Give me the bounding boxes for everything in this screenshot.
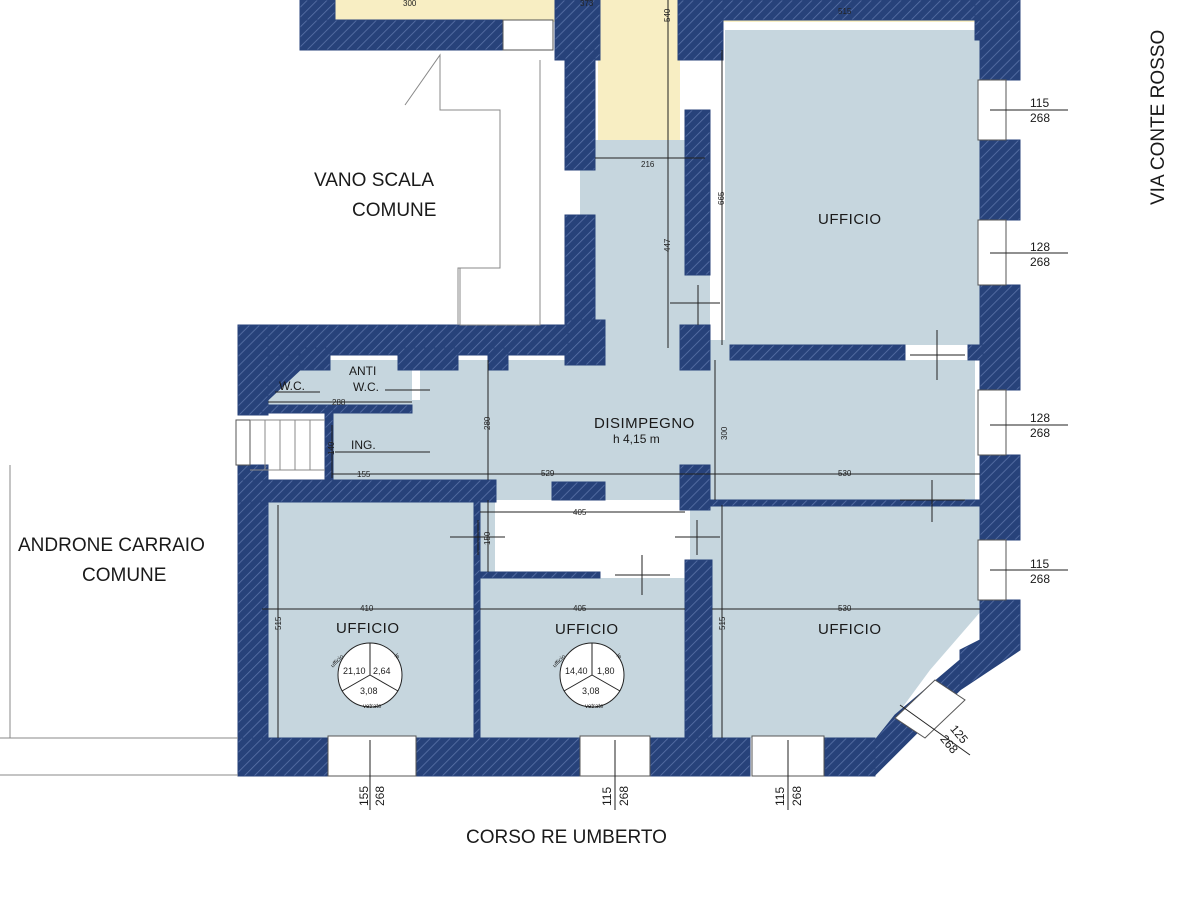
dim-top-300: 300 xyxy=(403,0,417,8)
floor-ing xyxy=(330,420,410,480)
window-dim-value-a: 115 xyxy=(1030,557,1050,571)
window-dim-right-3: 128 268 xyxy=(1030,411,1050,441)
window-dim-bottom-3b: 268 xyxy=(790,785,804,806)
vano-scala-label-line2: COMUNE xyxy=(352,200,437,221)
area-mid-label-3: vetrate xyxy=(585,704,604,710)
room-label-ing: ING. xyxy=(351,438,376,452)
room-label-disimpegno: DISIMPEGNO xyxy=(594,415,695,432)
window-dim-value-b: 268 xyxy=(1030,572,1051,586)
vano-scala-label-line1: VANO SCALA xyxy=(314,170,435,191)
dim-top-373: 373 xyxy=(580,0,594,8)
androne-label-line1: ANDRONE CARRAIO xyxy=(18,535,205,556)
window-dim-bottom-1a: 155 xyxy=(357,785,371,806)
floor-disimpegno-upper xyxy=(330,140,975,580)
room-floors xyxy=(262,0,982,738)
window-dim-value-b: 268 xyxy=(1030,426,1051,440)
room-label-anti: ANTI xyxy=(349,364,377,378)
window-dim-value-a: 128 xyxy=(1030,240,1051,254)
area-mid-value-2: 1,80 xyxy=(597,666,615,676)
room-label-ufficio-bottom-right: UFFICIO xyxy=(818,621,882,638)
yellow-corridor xyxy=(598,20,680,140)
room-label-ufficio-bottom-left: UFFICIO xyxy=(336,620,400,637)
dim-288: 288 xyxy=(332,398,346,407)
window-dim-value-b: 268 xyxy=(1030,111,1051,125)
room-label-ufficio-bottom-mid: UFFICIO xyxy=(555,621,619,638)
dimension-lines xyxy=(262,0,1068,810)
dim-529: 529 xyxy=(541,469,555,478)
corso-re-umberto-label: CORSO RE UMBERTO xyxy=(466,827,667,848)
dim-140: 140 xyxy=(327,441,336,455)
dim-405-a: 405 xyxy=(573,508,587,517)
window-dim-right-2: 128 268 xyxy=(1030,240,1050,270)
floor-anti xyxy=(322,360,412,405)
window-dim-bottom-2b: 268 xyxy=(617,785,631,806)
window-dim-bottom-2a: 115 xyxy=(600,786,614,806)
androne-label-line2: COMUNE xyxy=(82,565,167,586)
dim-447: 447 xyxy=(663,238,672,252)
dim-280: 280 xyxy=(483,416,492,430)
window-dim-bottom-3a: 115 xyxy=(773,786,787,806)
area-circle-left xyxy=(337,642,403,708)
dim-515-b: 515 xyxy=(718,616,727,630)
dim-216: 216 xyxy=(641,160,655,169)
area-left-value-3: 3,08 xyxy=(360,686,378,696)
window-dim-right-1: 115 268 xyxy=(1030,96,1050,126)
walls xyxy=(237,0,1021,777)
window-dim-value-a: 128 xyxy=(1030,411,1051,425)
window-dim-right-4: 115 268 xyxy=(1030,557,1050,587)
dim-410: 410 xyxy=(360,604,374,613)
room-label-wc: W.C. xyxy=(279,379,305,393)
dim-515-a: 515 xyxy=(274,616,283,630)
dim-155: 155 xyxy=(357,470,371,479)
dim-300: 300 xyxy=(720,426,729,440)
window-dim-value-a: 115 xyxy=(1030,96,1050,110)
floor-ufficio-bottom-right xyxy=(712,505,982,738)
dim-530-a: 530 xyxy=(838,469,852,478)
area-left-value-2: 2,64 xyxy=(373,666,391,676)
area-mid-value-1: 14,40 xyxy=(565,666,588,676)
area-left-value-1: 21,10 xyxy=(343,666,366,676)
dim-405-b: 405 xyxy=(573,604,587,613)
window-dim-bottom-1b: 268 xyxy=(373,785,387,806)
dim-top-540: 540 xyxy=(663,8,672,22)
area-circle-mid xyxy=(559,642,625,708)
stair-lines xyxy=(0,53,541,776)
via-conte-rosso-label: VIA CONTE ROSSO xyxy=(1148,29,1169,205)
area-left-label-3: vetrate xyxy=(363,704,382,710)
area-mid-value-3: 3,08 xyxy=(582,686,600,696)
window-dim-value-b: 268 xyxy=(1030,255,1051,269)
disimpegno-height-label: h 4,15 m xyxy=(613,432,660,446)
floor-ufficio-top-right xyxy=(725,30,980,345)
room-label-anti-wc: W.C. xyxy=(353,380,379,394)
dim-665: 665 xyxy=(717,191,726,205)
room-label-ufficio-top-right: UFFICIO xyxy=(818,211,882,228)
dim-530-b: 530 xyxy=(838,604,852,613)
dim-150: 150 xyxy=(483,531,492,545)
dim-top-515: 515 xyxy=(838,7,852,16)
